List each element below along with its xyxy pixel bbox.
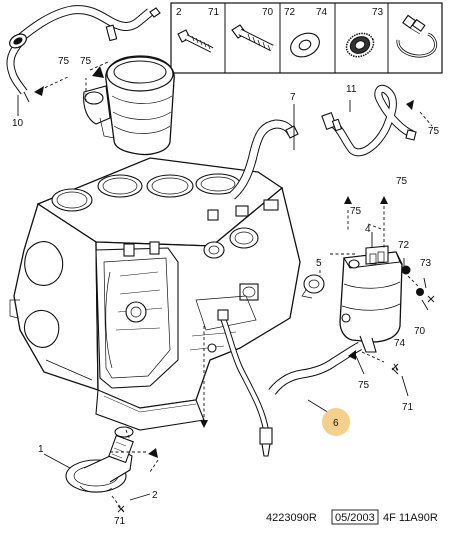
breather-hose: [6, 5, 161, 103]
hose-item-11: [321, 84, 417, 157]
partbox-label-70: 70: [262, 7, 274, 18]
bolt-icon: [231, 24, 274, 52]
callout-75-e: 75: [350, 206, 362, 217]
footer-ref-code: 4223090R: [266, 512, 317, 524]
hose-item-7: [228, 119, 299, 200]
callout-75-c: 75: [428, 126, 440, 137]
partbox-label-74: 74: [316, 7, 328, 18]
callout-labels: 10 75 75 7 11 75 75 75 4 5 72 73 70 74 7…: [12, 56, 440, 527]
footer: 4223090R 05/2003 4F 11A90R: [266, 509, 438, 525]
callout-72: 72: [398, 240, 410, 251]
callout-75-d: 75: [396, 176, 408, 187]
callout-75-a: 75: [58, 56, 70, 67]
partbox-label-72: 72: [284, 7, 296, 18]
parts-box: 2 71 70 72 74 73: [170, 2, 443, 74]
callout-6: 6: [333, 418, 339, 429]
oil-separator: [339, 245, 403, 353]
callout-73: 73: [420, 258, 432, 269]
partbox-label-71: 71: [208, 7, 220, 18]
callout-7: 7: [290, 92, 296, 103]
callout-2: 2: [152, 490, 158, 501]
washer-icon: [290, 32, 320, 58]
callout-10: 10: [12, 118, 24, 129]
callout-71-b: 71: [402, 402, 414, 413]
oil-breather-housing: [83, 55, 175, 156]
serrated-washer-icon: [345, 32, 375, 58]
callout-74: 74: [394, 338, 406, 349]
callout-75-b: 75: [80, 56, 92, 67]
partbox-label-2: 2: [176, 7, 182, 18]
callout-70: 70: [414, 326, 426, 337]
callout-4: 4: [365, 224, 371, 235]
hose-clamp-icon: [396, 14, 438, 58]
leader-lines: [17, 61, 435, 513]
callout-75-f: 75: [358, 380, 370, 391]
bolt-icon: [177, 29, 214, 53]
footer-date: 05/2003: [335, 512, 375, 524]
oil-pickup: [65, 426, 134, 493]
callout-5: 5: [316, 258, 322, 269]
footer-drawing-code: 4F 11A90R: [383, 512, 438, 524]
callout-1: 1: [38, 444, 44, 455]
callout-71-a: 71: [114, 516, 126, 527]
hose-item-6: [268, 341, 363, 395]
callout-11: 11: [346, 84, 357, 95]
seal-ring: [301, 274, 325, 299]
partbox-label-73: 73: [372, 7, 384, 18]
highlight-circle: [322, 408, 350, 436]
engine-block: [9, 157, 301, 431]
dipstick-tube: [217, 309, 273, 457]
